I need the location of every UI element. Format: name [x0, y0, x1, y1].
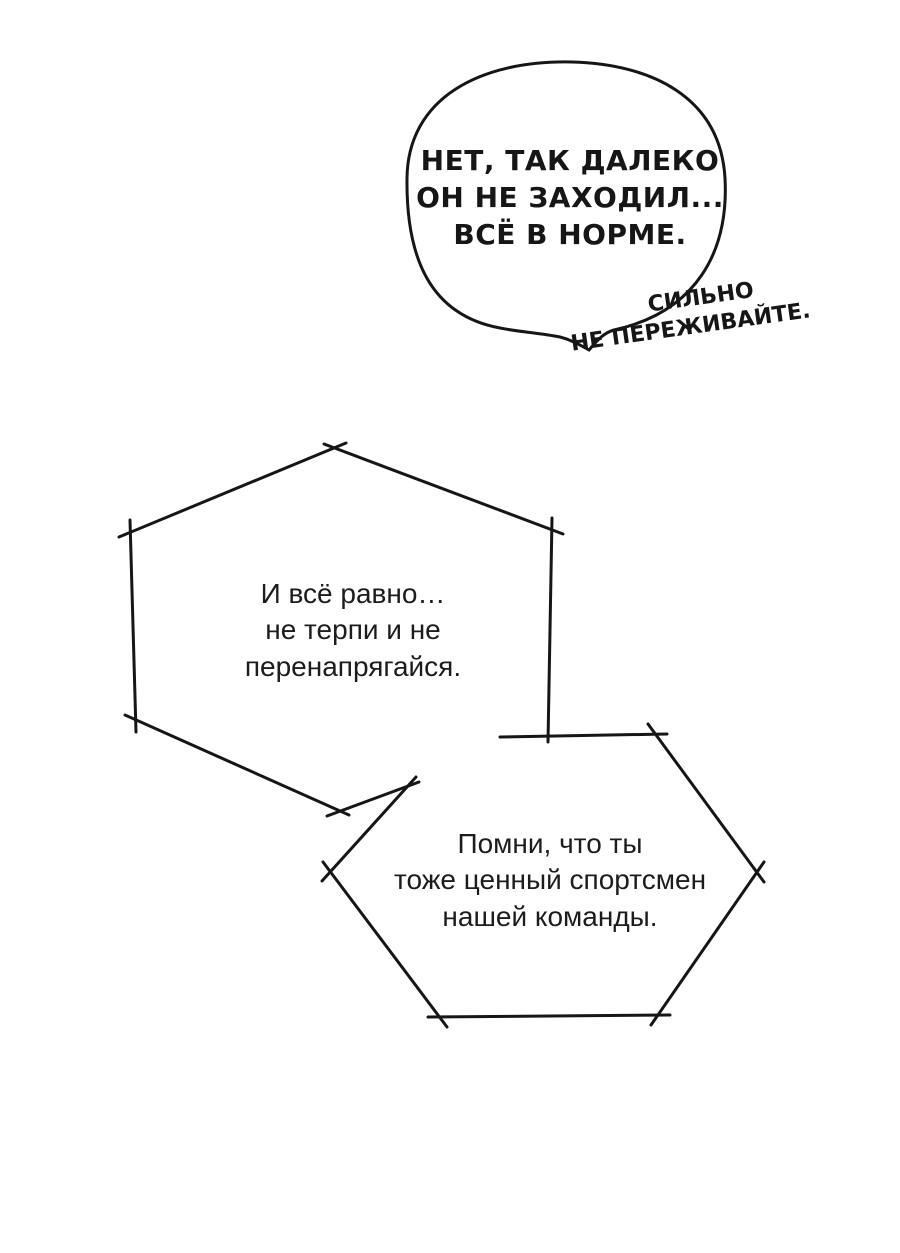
hex2-line: тоже ценный спортсмен	[393, 864, 707, 896]
speech-line: ВСЁ В НОРМЕ.	[453, 217, 687, 251]
hex2-line: Помни, что ты	[457, 828, 643, 859]
speech-line: ОН НЕ ЗАХОДИЛ...	[416, 180, 724, 214]
speech-bubble-outline	[405, 60, 727, 352]
hex1-line: не терпи и не	[265, 614, 441, 646]
hexagon-bubble-2-outline	[320, 722, 766, 1029]
hexagon-bubble-2-text: Помни, что ты тоже ценный спортсмен наше…	[382, 826, 718, 935]
hex1-line: И всё равно…	[260, 578, 446, 609]
hex1-line: перенапрягайся.	[244, 650, 462, 682]
hexagon-bubble-1-text: И всё равно… не терпи и не перенапрягайс…	[228, 576, 478, 685]
speech-bubble-text: НЕТ, ТАК ДАЛЕКО ОН НЕ ЗАХОДИЛ... ВСЁ В Н…	[410, 143, 730, 254]
speech-line: НЕТ, ТАК ДАЛЕКО	[420, 144, 720, 177]
hexagon-bubble-1-outline	[117, 441, 565, 817]
hex2-line: нашей команды.	[442, 900, 658, 932]
